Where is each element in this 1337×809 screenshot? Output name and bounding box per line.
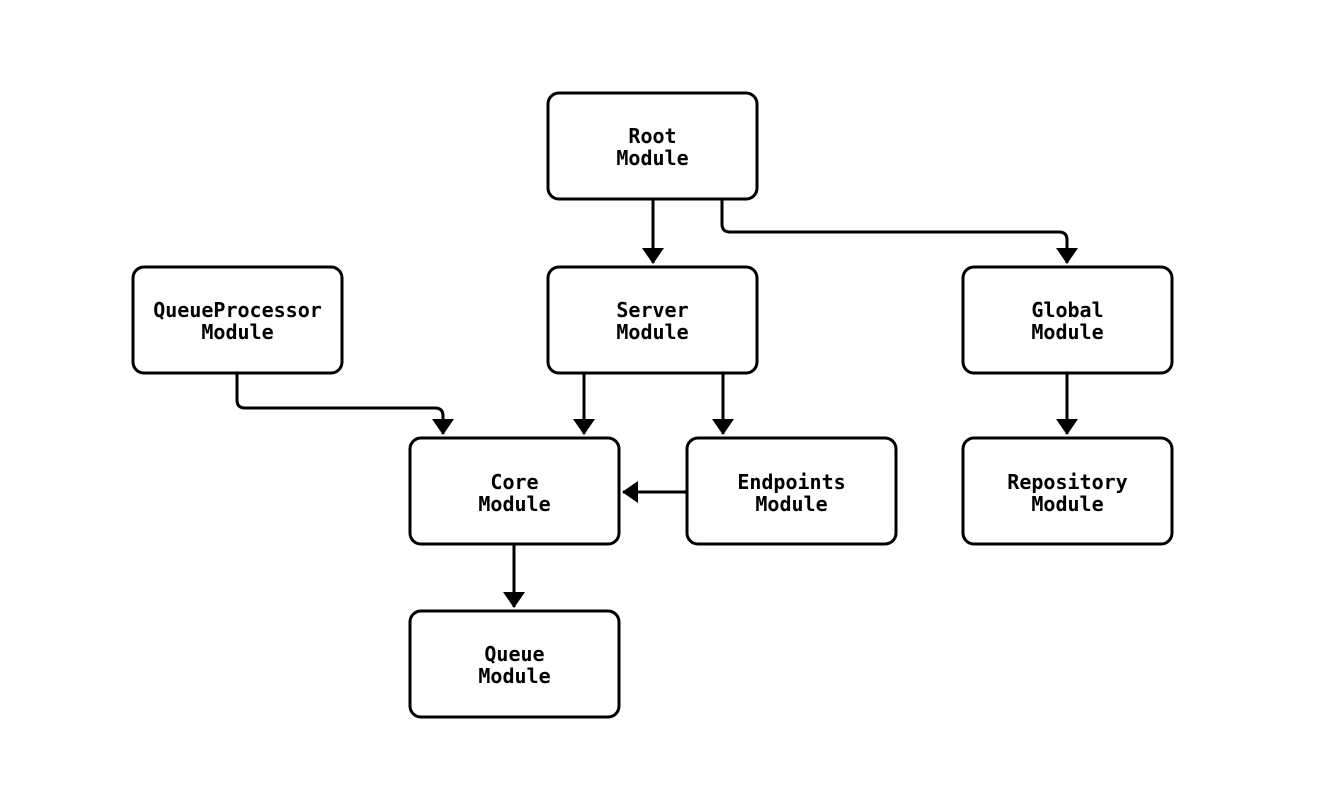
node-label-line2: Module [478, 664, 550, 688]
node-label-line2: Module [478, 492, 550, 516]
node-box [131, 265, 344, 375]
node-queue-module: Queue Module [408, 609, 621, 719]
node-label-line2: Module [1031, 320, 1103, 344]
node-box [408, 609, 621, 719]
node-box [685, 436, 898, 546]
edge-root-to-global [720, 199, 1078, 264]
node-core-module: Core Module [408, 436, 621, 546]
node-label-line1: Queue [484, 642, 544, 666]
edge-queueprocessor-to-core [235, 373, 454, 435]
node-label-line2: Module [1031, 492, 1103, 516]
node-box [546, 91, 759, 201]
node-label-line1: QueueProcessor [153, 298, 322, 322]
node-label-line2: Module [616, 146, 688, 170]
node-root-module: Root Module [546, 91, 759, 201]
node-box [961, 436, 1174, 546]
node-label-line1: Server [616, 298, 688, 322]
node-label-line1: Core [490, 470, 538, 494]
node-label-line2: Module [616, 320, 688, 344]
node-label-line1: Root [628, 124, 676, 148]
node-repository-module: Repository Module [961, 436, 1174, 546]
node-global-module: Global Module [961, 265, 1174, 375]
node-label-line1: Endpoints [737, 470, 845, 494]
node-server-module: Server Module [546, 265, 759, 375]
node-label-line2: Module [201, 320, 273, 344]
node-label-line1: Repository [1007, 470, 1127, 494]
edges [235, 199, 1078, 608]
node-box [546, 265, 759, 375]
node-box [961, 265, 1174, 375]
node-box [408, 436, 621, 546]
node-label-line2: Module [755, 492, 827, 516]
node-queueprocessor-module: QueueProcessor Module [131, 265, 344, 375]
node-endpoints-module: Endpoints Module [685, 436, 898, 546]
node-label-line1: Global [1031, 298, 1103, 322]
